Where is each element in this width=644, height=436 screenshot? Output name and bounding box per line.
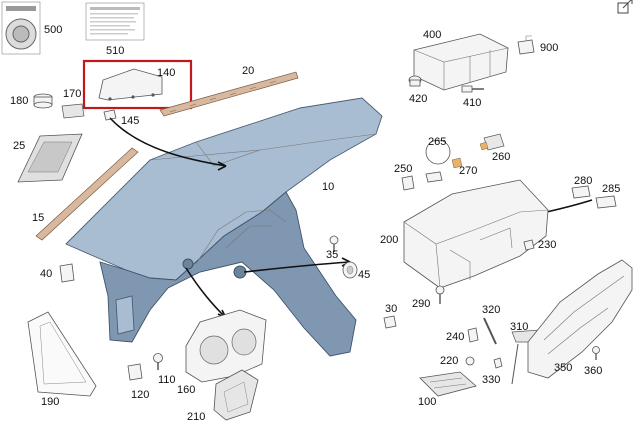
- part-145-clip-icon: [103, 109, 117, 121]
- part-35-screw-icon: [329, 235, 339, 252]
- part-160: 210: [187, 411, 205, 423]
- highlight-box: [82, 59, 193, 110]
- part-15-strip-icon: [35, 147, 139, 241]
- part-200: 200: [380, 234, 398, 246]
- part-200-glovebox-housing-icon[interactable]: [403, 179, 549, 289]
- part-20: 20: [242, 65, 254, 77]
- part-210: 100: [418, 396, 436, 408]
- part-110-clip-icon: [127, 363, 143, 381]
- part-140: 140: [157, 67, 175, 79]
- part-310: 310: [510, 321, 528, 333]
- part-265-detail-circle: [425, 139, 451, 165]
- part-400: 400: [423, 29, 441, 41]
- external-link-icon[interactable]: [617, 0, 633, 14]
- part-400-airbag-icon: [413, 33, 509, 91]
- part-510: 510: [106, 45, 124, 57]
- arrow-to-190: [185, 267, 227, 319]
- part-45: 45: [358, 269, 370, 281]
- part-230-screw-icon: [523, 239, 535, 251]
- part-360: 360: [584, 365, 602, 377]
- part-260-switch-icon: [479, 133, 505, 151]
- part-190-instrument-cluster-icon[interactable]: [185, 309, 267, 383]
- part-30: 30: [385, 303, 397, 315]
- part-285: 285: [602, 183, 620, 195]
- part-265: 265: [428, 136, 446, 148]
- part-40: 40: [40, 268, 52, 280]
- part-140-cover-icon[interactable]: [98, 68, 163, 101]
- part-30-clip-icon: [383, 315, 397, 329]
- part-160-bezel-icon: [213, 369, 259, 421]
- part-270: 270: [459, 165, 477, 177]
- part-100-screw-icon: [153, 353, 163, 370]
- part-240-pin-icon: [467, 327, 479, 343]
- part-320-rod-icon: [483, 317, 497, 345]
- part-420-nut-icon: [408, 75, 422, 87]
- part-10: 10: [322, 181, 334, 193]
- arrow-head-145: [217, 161, 227, 171]
- part-220: 220: [440, 355, 458, 367]
- part-180: 180: [10, 95, 28, 107]
- part-250-bulb-icon: [401, 175, 415, 191]
- part-360-screw-icon: [592, 346, 600, 360]
- part-290-screw-icon: [435, 285, 445, 304]
- part-250: 250: [394, 163, 412, 175]
- part-420: 420: [409, 93, 427, 105]
- part-100: 110: [158, 374, 176, 386]
- part-350-glovebox-lid-icon[interactable]: [527, 259, 633, 379]
- part-500-badge-icon: [1, 1, 41, 55]
- part-230: 230: [538, 239, 556, 251]
- part-270-socket-icon: [425, 157, 463, 183]
- part-20-strip-icon: [159, 71, 299, 117]
- part-10-dashboard-icon[interactable]: [65, 97, 383, 357]
- part-170: 170: [63, 88, 81, 100]
- part-260: 260: [492, 151, 510, 163]
- part-15: 15: [32, 212, 44, 224]
- part-145: 145: [121, 115, 139, 127]
- arrow-145-to-dashboard: [109, 117, 227, 167]
- part-220-washer-icon: [465, 356, 475, 366]
- part-410: 410: [463, 97, 481, 109]
- part-35: 35: [326, 249, 338, 261]
- part-25: 25: [13, 140, 25, 152]
- part-210-bracket-icon: [419, 371, 477, 397]
- part-500: 500: [44, 24, 62, 36]
- part-285-latch-icon: [595, 195, 617, 209]
- part-330: 330: [482, 374, 500, 386]
- arrow-to-45: [243, 261, 351, 273]
- part-280-latch-icon: [571, 185, 591, 199]
- part-410-screw-icon: [461, 85, 484, 93]
- part-180-cap-icon: [33, 93, 53, 109]
- part-170-clip-icon: [61, 103, 85, 119]
- part-190: 160: [177, 384, 195, 396]
- part-120: 190: [41, 396, 59, 408]
- part-510-label-icon: [85, 2, 145, 41]
- part-330-screw-icon: [493, 357, 503, 369]
- part-120-side-panel-icon: [27, 311, 97, 397]
- part-25-vent-icon: [17, 133, 83, 183]
- part-45-grommet-icon: [342, 261, 358, 279]
- part-290: 290: [412, 298, 430, 310]
- part-110: 120: [131, 389, 149, 401]
- part-240: 240: [446, 331, 464, 343]
- part-320: 320: [482, 304, 500, 316]
- part-900-connector-icon: [517, 35, 535, 55]
- part-280: 280: [574, 175, 592, 187]
- part-900: 900: [540, 42, 558, 54]
- part-350: 350: [554, 362, 572, 374]
- part-40-clip-icon: [59, 263, 75, 283]
